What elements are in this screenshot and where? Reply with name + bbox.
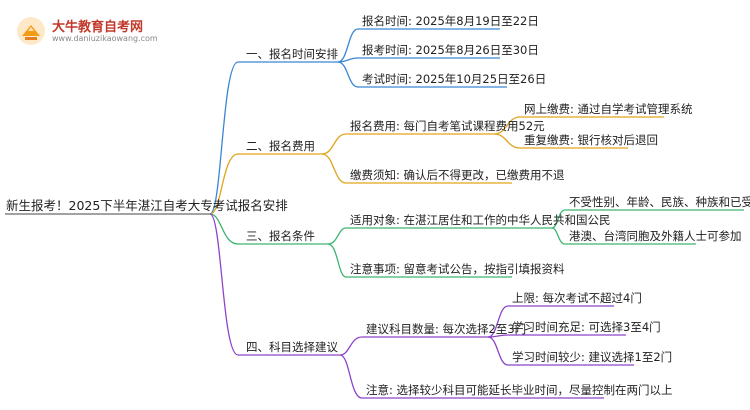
branch-4-child-2: 注意: 选择较少科目可能延长毕业时间，尽量控制在两门以上 — [366, 383, 673, 397]
branch-2-connectors — [209, 116, 664, 215]
logo-name: 大牛教育自考网 — [52, 20, 144, 35]
branch-2-grandchild-2: 重复缴费: 银行核对后退回 — [524, 133, 659, 147]
branch-4-grandchild-1: 上限: 每次考试不超过4门 — [512, 291, 642, 305]
branch-1-leaf-3: 考试时间: 2025年10月25日至26日 — [362, 72, 547, 86]
edge-root-branch-2 — [209, 153, 239, 215]
edge-branch-3-grandchild-1 — [551, 209, 566, 229]
edge-root-branch-1 — [209, 61, 239, 215]
branch-3-grandchild-1: 不受性别、年龄、民族、种族和已受教育程度限制 — [569, 195, 750, 209]
edge-branch-1-leaf-1 — [337, 28, 359, 63]
logo-url: www.daniuzikaowang.com — [52, 34, 158, 43]
edge-root-branch-3 — [209, 213, 239, 245]
branch-3-connectors — [209, 209, 744, 278]
root-topic: 新生报考！2025下半年湛江自考大专考试报名安排 — [6, 198, 288, 213]
edge-branch-4-child-2 — [339, 354, 363, 399]
edge-branch-2-child-1 — [321, 133, 347, 155]
branch-3-title: 三、报名条件 — [246, 229, 315, 243]
edge-branch-2-grandchild-1 — [493, 116, 521, 135]
edge-branch-1-leaf-3 — [337, 61, 359, 88]
edge-branch-4-child-1 — [339, 336, 363, 356]
branch-2-child-1: 报名费用: 每门自考笔试课程费用52元 — [350, 119, 545, 133]
site-logo: 大牛教育自考网 www.daniuzikaowang.com — [12, 12, 162, 52]
branch-2-child-2: 缴费须知: 确认后不得更改，已缴费用不退 — [350, 168, 565, 182]
branch-4-grandchild-3: 学习时间较少: 建议选择1至2门 — [512, 350, 673, 364]
edge-branch-2-grandchild-2 — [493, 133, 521, 149]
edge-branch-3-child-2 — [327, 243, 347, 278]
edge-branch-3-grandchild-2 — [551, 227, 566, 245]
branch-4-child-1: 建议科目数量: 每次选择2至3门 — [366, 322, 527, 336]
branch-2-grandchild-1: 网上缴费: 通过自学考试管理系统 — [524, 102, 693, 116]
branch-3-child-2: 注意事项: 留意考试公告，按指引填报资料 — [350, 262, 565, 276]
branch-4-title: 四、科目选择建议 — [246, 340, 338, 354]
branch-1-leaf-2: 报考时间: 2025年8月26日至30日 — [362, 43, 539, 57]
branch-4-grandchild-2: 学习时间充足: 可选择3至4门 — [512, 320, 661, 334]
branch-3-child-1: 适用对象: 在湛江居住和工作的中华人民共和国公民 — [350, 213, 611, 227]
edge-branch-3-child-1 — [327, 227, 347, 245]
edge-root-branch-4 — [209, 213, 239, 356]
logo-book-icon — [17, 17, 45, 45]
edge-branch-4-grandchild-3 — [487, 336, 509, 366]
branch-3-grandchild-2: 港澳、台湾同胞及外籍人士可参加 — [569, 229, 742, 243]
branch-1-title: 一、报名时间安排 — [246, 47, 338, 61]
branch-1-connectors — [209, 28, 507, 215]
edge-branch-2-child-2 — [321, 153, 347, 184]
edge-branch-4-grandchild-1 — [487, 305, 509, 338]
branch-1-leaf-1: 报名时间: 2025年8月19日至22日 — [362, 14, 539, 28]
branch-4-connectors — [209, 213, 634, 399]
branch-2-title: 二、报名费用 — [246, 139, 315, 153]
